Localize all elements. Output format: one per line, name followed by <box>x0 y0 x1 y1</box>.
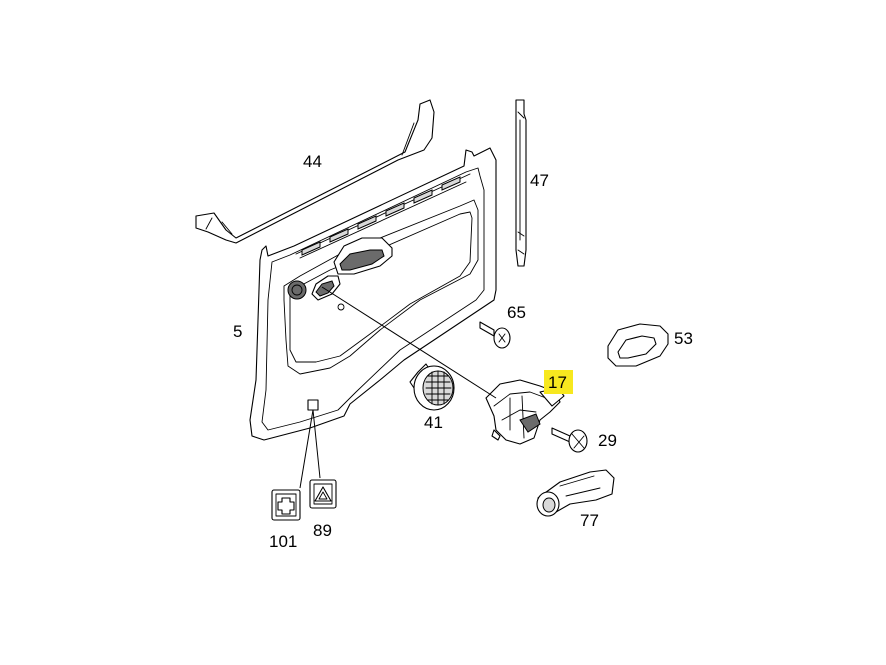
label-65[interactable]: 65 <box>507 303 526 322</box>
label-89[interactable]: 89 <box>313 521 332 540</box>
part-53-handle-bezel[interactable] <box>607 323 669 367</box>
label-5[interactable]: 5 <box>233 322 242 341</box>
label-44[interactable]: 44 <box>303 152 322 171</box>
label-29[interactable]: 29 <box>598 431 617 450</box>
leader-lines <box>299 286 497 489</box>
part-89-hazard-switch[interactable] <box>309 479 337 509</box>
part-29-bolt[interactable] <box>551 427 588 453</box>
part-41-speaker[interactable] <box>409 363 455 411</box>
label-17-highlight <box>544 370 573 394</box>
label-77[interactable]: 77 <box>580 511 599 530</box>
label-47[interactable]: 47 <box>530 171 549 190</box>
label-17[interactable]: 17 <box>548 373 567 392</box>
part-47-vertical-strip[interactable] <box>515 99 527 267</box>
part-77-window-crank[interactable] <box>536 469 615 517</box>
part-101-switch[interactable] <box>271 489 301 521</box>
label-101[interactable]: 101 <box>269 532 297 551</box>
part-5-door-panel[interactable] <box>249 147 497 441</box>
label-41[interactable]: 41 <box>424 413 443 432</box>
part-44-trim-strip[interactable] <box>195 99 435 244</box>
part-65-screw[interactable] <box>479 321 511 349</box>
label-53[interactable]: 53 <box>674 329 693 348</box>
